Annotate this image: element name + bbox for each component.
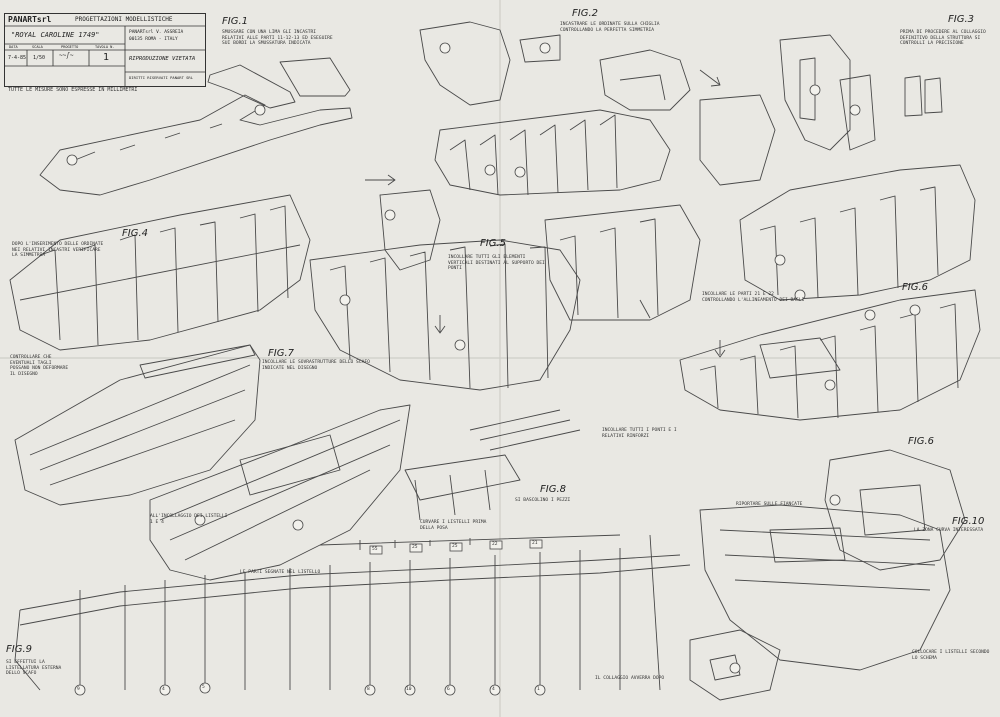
fig6-detail-label: FIG.6 [908,436,934,447]
note-fig7: INCOLLARE LE SOVRASTRUTTURE DELLO SCAFO … [262,360,370,371]
note-fig5: INCOLLARE TUTTI GLI ELEMENTI VERTICALI D… [448,255,545,272]
note-bottom-center: IL COLLAGGIO AVVERRA DOPO [595,676,665,681]
note-fig8: SI BASCOLINO I PEZZI [515,498,571,503]
note-fig6-lower: INCOLLARE TUTTI I PONTI E I RELATIVI RIN… [602,428,677,439]
fig9-label-b: 25 [412,545,418,550]
designer-signature-icon: ~~ʃ~ [59,52,74,59]
fig10-label: FIG.10 [952,516,985,527]
fig5-label: FIG.5 [480,238,506,249]
fig9-label-e: 21 [532,541,538,546]
fig6-label: FIG.6 [902,282,928,293]
model-name: "ROYAL CAROLINE 1749" [11,31,100,39]
company-name: PANARTsrl [8,15,52,24]
reproduction-notice: RIPRODUZIONE VIETATA [129,56,196,62]
col-scala: SCALA [32,45,43,49]
rights-notice: DIRITTI RISERVATI PANART SRL [129,75,194,80]
note-fig7-lower: ALL'INCOLLAGGIO DEI LISTELLI 1 E 4 [150,514,228,525]
note-fig10-top: RIPORTARE SULLE FIANCATE [736,502,803,507]
fig9-label-i: 8 [367,687,370,692]
address-line-1: PANARTsrl V. ASSREIA [129,30,184,35]
col-tavola: TAVOLA N. [95,45,115,49]
units-note: TUTTE LE MISURE SONO ESPRESSE IN MILLIME… [8,87,138,93]
note-left-mid: CONTROLLARE CHE EVENTUALI TAGLI POSSANO … [10,355,69,377]
fig9-label-h: 5 [202,685,205,690]
fig9-label-k: 6 [447,687,450,692]
note-fig8-extra: CURVARE I LISTELLI PRIMA DELLA POSA [420,520,487,531]
fig8-label: FIG.8 [540,484,566,495]
address-line-2: 00135 ROMA - ITALY [129,37,178,42]
note-fig1: SMUSSARE CON UNA LIMA GLI INCASTRI RELAT… [222,30,333,47]
header-title: PROGETTAZIONI MODELLISTICHE [75,16,173,23]
fig9-label-g: 4 [162,687,165,692]
fig7-label: FIG.7 [268,348,294,359]
scale-value: 1/50 [33,55,46,61]
col-progetto: PROGETTO [61,45,79,49]
fig9-label-l: 4 [492,687,495,692]
title-block: PANARTsrl PROGETTAZIONI MODELLISTICHE "R… [4,13,206,87]
note-fig10-right: LA ZONA CURVA INTERESSATA [914,528,984,533]
note-fig3: PRIMA DI PROCEDERE AL COLLAGGIO DEFINITI… [900,30,986,47]
fig4-label: FIG.4 [122,228,148,239]
note-fig4: DOPO L'INSERIMENTO DELLE ORDINATE NEI RE… [12,242,104,259]
note-fig6-top: INCOLLARE LE PARTI 21 E 22 CONTROLLANDO … [702,292,805,303]
fig9-label-c: 25 [452,544,458,549]
fig9-label-d: 22 [492,542,498,547]
fig9-label-f: 9 [77,687,80,692]
note-fig9: SI EFFETTUI LA LISTELLATURA ESTERNA DELL… [6,660,62,677]
note-bottom-right: COLLOCARE I LISTELLI SECONDO LO SCHEMA [912,650,990,661]
fig9-label-m: 1 [537,687,540,692]
fig2-label: FIG.2 [572,8,598,19]
note-fig7-mid: LE PARTI SEGNATE NEL LISTELLO [240,570,321,575]
fig3-label: FIG.3 [948,14,974,25]
note-fig2: INCASTRARE LE ORDINATE SULLA CHIGLIA CON… [560,22,660,33]
fig9-label: FIG.9 [6,644,32,655]
date-value: 7-4-85 [8,55,27,61]
fig1-label: FIG.1 [222,16,248,27]
fig9-label-a: 55 [372,547,378,552]
fig9-label-j: 10 [406,687,412,692]
sheet-number: 1 [103,52,110,63]
col-data: DATA [9,45,18,49]
